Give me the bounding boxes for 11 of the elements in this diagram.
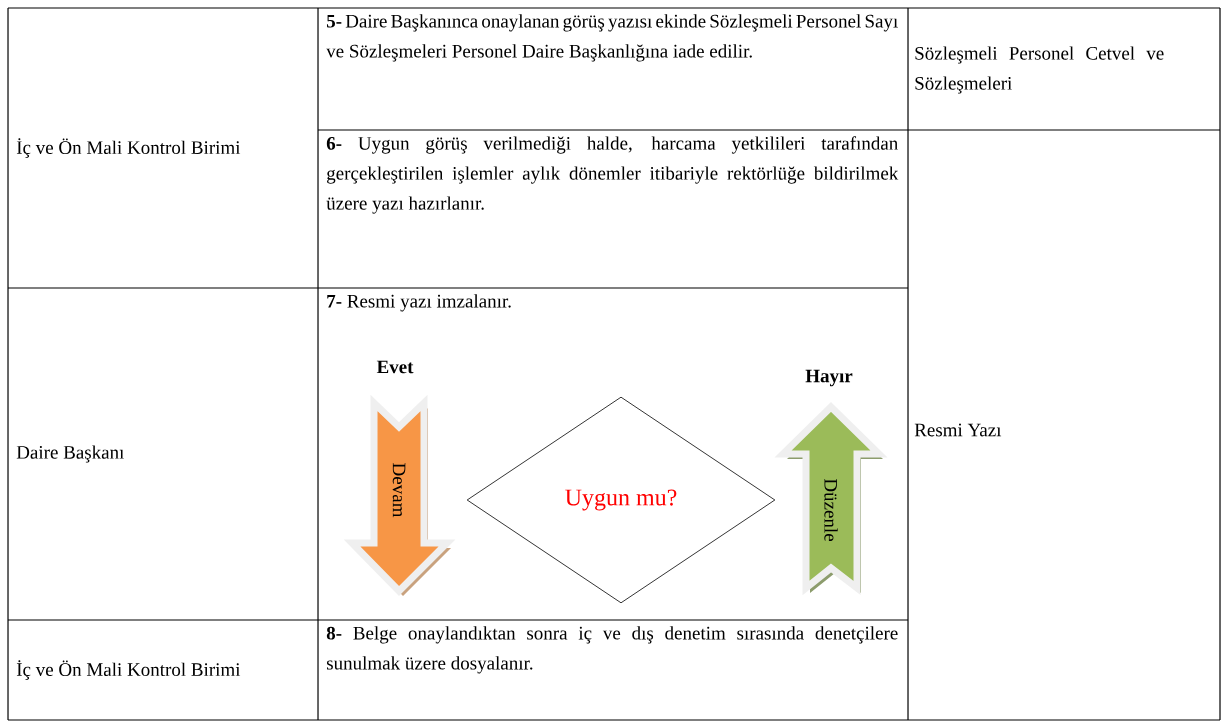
arrow-caption: Hayır [805,369,853,387]
table-cell: 6- Uygun görüş verilmediği halde, harcama yetkilileri tarafından gerçekleştirilen işlemler aylık dönemler itibariyle rektörlüğe bildirilmek üzere yazı hazırlanır. [326,136,899,214]
table-cell: 5- Daire Başkanınca onaylanan görüş yazısı ekinde Sözleşmeli Personel Sayı ve Sözleşmeleri Personel Daire Başkanlığına iade edilir. [326,14,898,62]
table-cell: 8- Belge onaylandıktan sonra iç ve dış denetim sırasında denetçilere sunulmak üzere dosyalanır. [326,626,898,674]
table-cell: Sözleşmeli Personel Cetvel ve Sözleşmeleri [915,46,1164,94]
row-heading: İç ve Ön Mali Kontrol Birimi [16,660,241,680]
row-heading: İç ve Ön Mali Kontrol Birimi [16,138,241,158]
table-cell: Resmi Yazı [914,423,1002,437]
table-cell: 7- Resmi yazı imzalanır. [327,294,511,312]
arrow-caption: Evet [376,360,414,374]
row-heading: Daire Başkanı [16,445,124,463]
